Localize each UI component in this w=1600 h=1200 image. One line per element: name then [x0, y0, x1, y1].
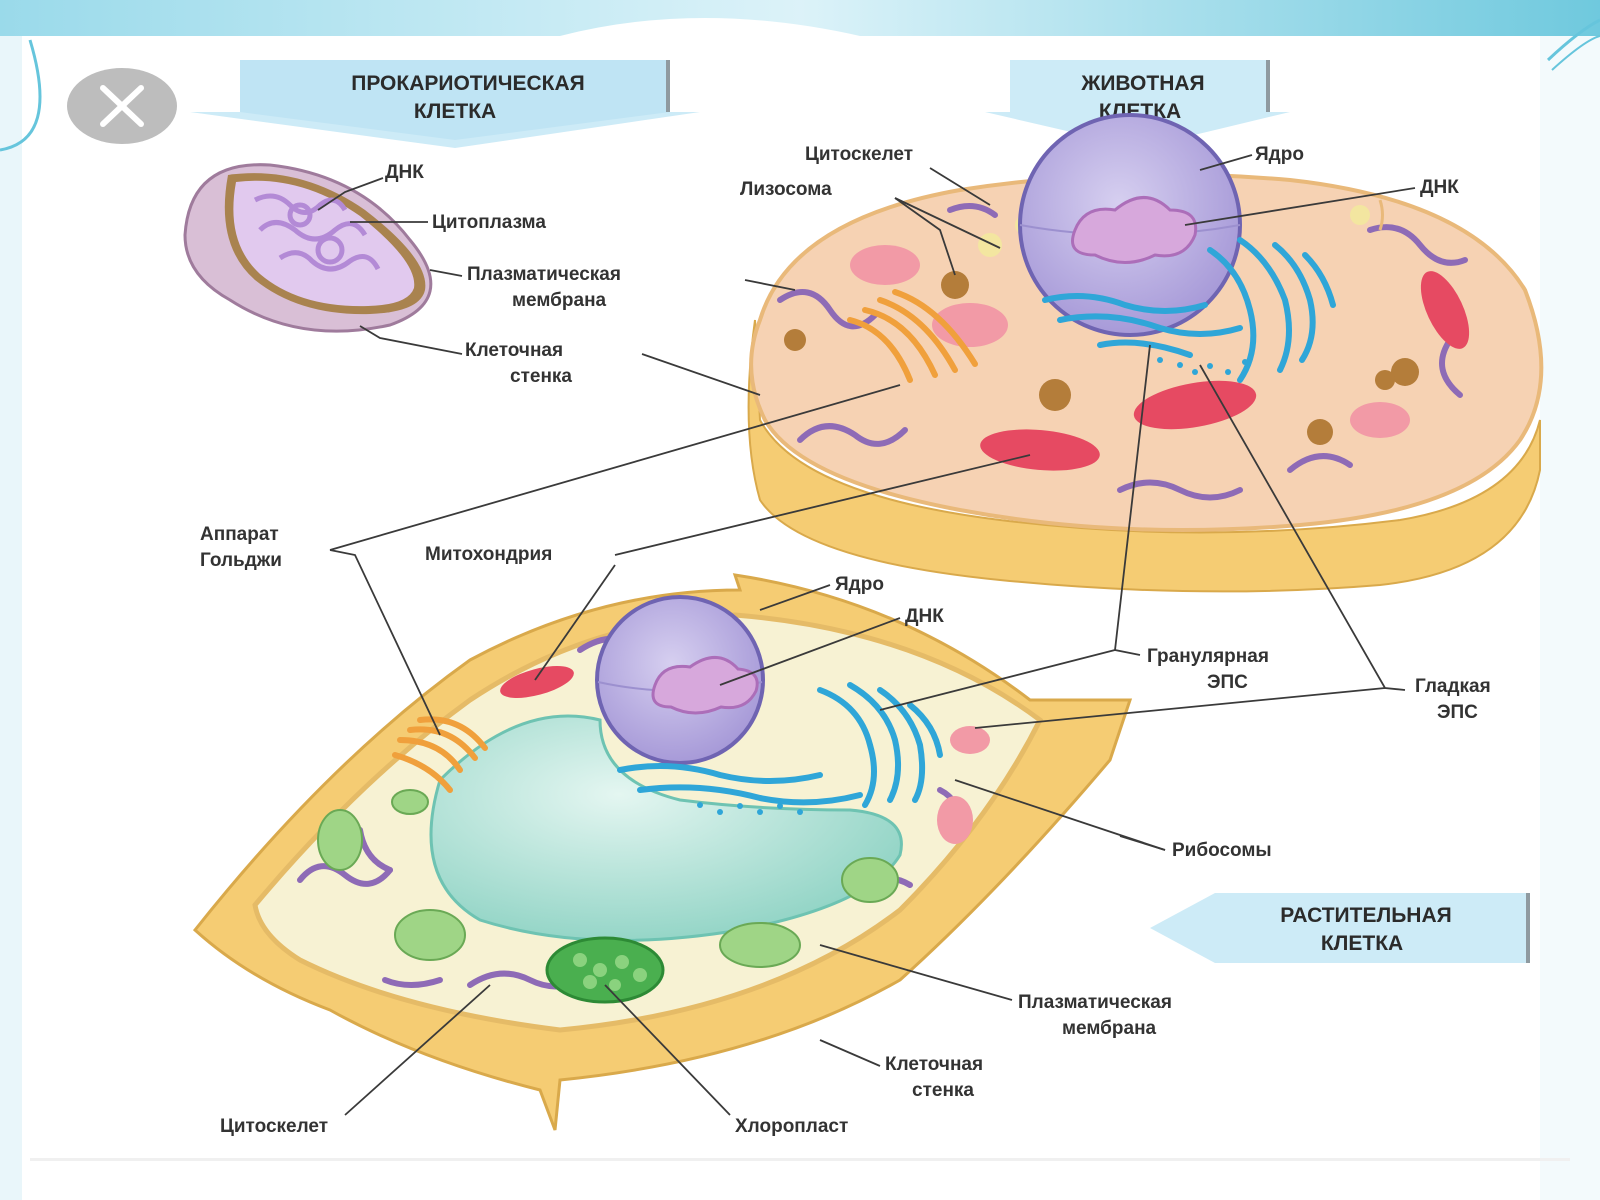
animal-cell — [747, 113, 1544, 593]
label-golgi-1: Аппарат — [200, 524, 279, 545]
close-button[interactable] — [67, 68, 177, 144]
shared-labels: Аппарат Гольджи Митохондрия Гранулярная … — [200, 344, 1491, 861]
label-prokaryote-cytoplasm: Цитоплазма — [432, 212, 546, 233]
banner-animal: ЖИВОТНАЯ КЛЕТКА — [985, 60, 1290, 148]
label-smooth-er-2: ЭПС — [1437, 702, 1478, 723]
label-plant-wall-2: стенка — [912, 1080, 974, 1101]
label-plant-wall-1: Клеточная — [885, 1054, 983, 1075]
label-prokaryote-membrane-2: мембрана — [512, 290, 607, 311]
label-prokaryote-membrane-1: Плазматическая — [467, 264, 621, 285]
label-rough-er-2: ЭПС — [1207, 672, 1248, 693]
prokaryote-cell — [183, 163, 433, 333]
animal-rough-er — [1042, 237, 1336, 383]
label-plant-membrane-1: Плазматическая — [1018, 992, 1172, 1013]
banner-prokaryote-line1: ПРОКАРИОТИЧЕСКАЯ — [351, 72, 585, 95]
banner-prokaryote-line2: КЛЕТКА — [414, 100, 496, 123]
banner-animal-line1: ЖИВОТНАЯ — [1080, 72, 1204, 95]
label-animal-nucleus: Ядро — [1255, 144, 1304, 165]
label-golgi-2: Гольджи — [200, 550, 282, 571]
label-smooth-er-1: Гладкая — [1415, 676, 1491, 697]
label-rough-er-1: Гранулярная — [1147, 646, 1269, 667]
label-animal-lysosome: Лизосома — [740, 179, 832, 200]
banner-plant-line1: РАСТИТЕЛЬНАЯ — [1280, 904, 1451, 927]
label-plant-cytoskeleton: Цитоскелет — [220, 1116, 328, 1137]
plant-rough-er — [617, 682, 943, 808]
label-ribosomes: Рибосомы — [1172, 840, 1272, 861]
label-mitochondria: Митохондрия — [425, 544, 552, 565]
label-prokaryote-wall-1: Клеточная — [465, 340, 563, 361]
banner-plant: РАСТИТЕЛЬНАЯ КЛЕТКА — [1150, 893, 1530, 963]
label-plant-nucleus: Ядро — [835, 574, 884, 595]
banner-prokaryote: ПРОКАРИОТИЧЕСКАЯ КЛЕТКА — [190, 60, 700, 148]
label-prokaryote-wall-2: стенка — [510, 366, 572, 387]
label-plant-dna: ДНК — [905, 606, 944, 627]
prokaryote-labels: ДНК Цитоплазма Плазматическая мембрана К… — [317, 162, 621, 387]
plant-cell — [192, 573, 1133, 1131]
banner-plant-line2: КЛЕТКА — [1321, 932, 1403, 955]
plant-labels: Ядро ДНК Плазматическая мембрана Клеточн… — [220, 574, 1172, 1137]
label-prokaryote-dna: ДНК — [385, 162, 424, 183]
close-icon — [100, 85, 144, 127]
label-animal-cytoskeleton: Цитоскелет — [805, 144, 913, 165]
plant-chloroplast-highlight — [545, 936, 665, 1004]
animal-labels: Цитоскелет Ядро Лизосома ДНК — [641, 144, 1459, 396]
label-animal-dna: ДНК — [1420, 177, 1459, 198]
label-plant-membrane-2: мембрана — [1062, 1018, 1157, 1039]
label-plant-chloroplast: Хлоропласт — [735, 1116, 848, 1137]
